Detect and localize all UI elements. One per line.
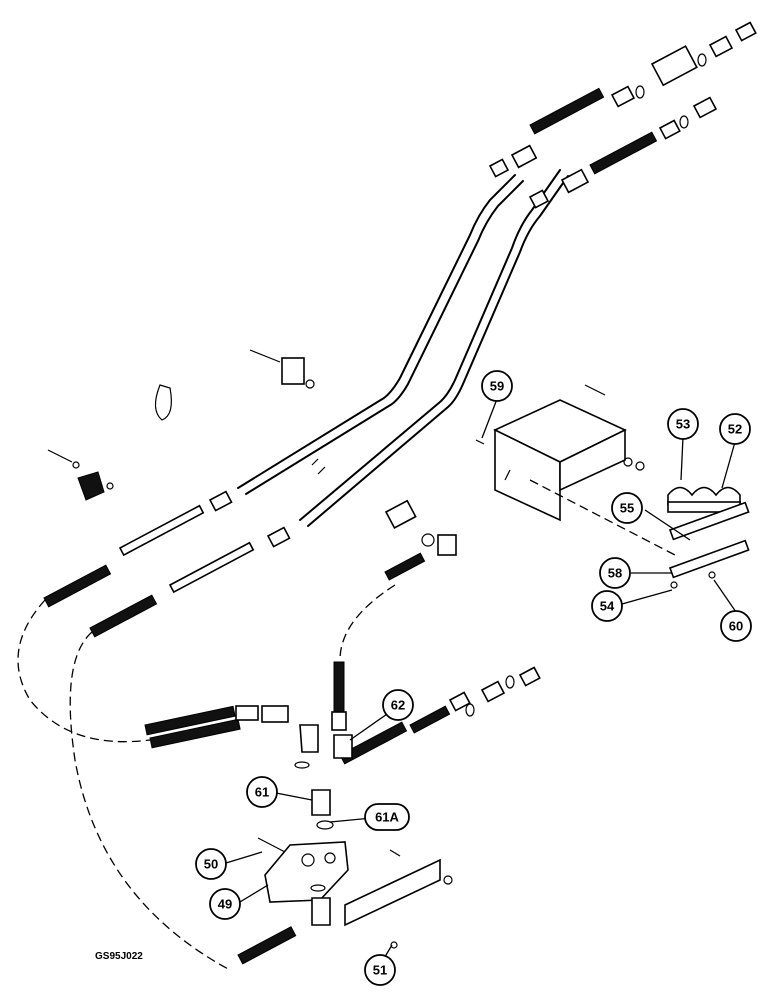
upper-right-fittings [610, 21, 757, 140]
callout-label: 52 [728, 422, 742, 437]
callout-50: 50 [195, 848, 227, 880]
upper-hose-left [488, 87, 605, 178]
callout-label: 58 [608, 566, 622, 581]
callout-54: 54 [591, 590, 623, 622]
callout-53: 53 [667, 408, 699, 440]
callout-label: 61 [255, 785, 269, 800]
callout-label: 54 [600, 599, 615, 614]
figure-id: GS95J022 [95, 951, 143, 962]
callout-60: 60 [720, 610, 752, 642]
middle-hoses [144, 499, 541, 765]
callout-label: 53 [676, 417, 690, 432]
lower-left-hoses [43, 490, 291, 638]
callout-62: 62 [382, 689, 414, 721]
callout-52: 52 [719, 413, 751, 445]
callout-label: 59 [490, 379, 504, 394]
control-valve [237, 837, 349, 965]
callout-label: 51 [373, 963, 387, 978]
callout-label: 61A [375, 810, 399, 825]
callout-58: 58 [599, 557, 631, 589]
callout-49: 49 [209, 888, 241, 920]
callout-label: 55 [620, 501, 634, 516]
callout-label: 62 [391, 698, 405, 713]
callout-61: 61 [246, 776, 278, 808]
callout-label: 60 [729, 619, 743, 634]
elbow-fittings [294, 724, 353, 830]
callout-label: 50 [204, 857, 218, 872]
upper-hose-right [528, 131, 658, 209]
callout-61a: 61A [364, 803, 410, 831]
callout-59: 59 [481, 370, 513, 402]
upper-tube-assembly [237, 169, 569, 527]
callout-55: 55 [611, 492, 643, 524]
right-bracket-assembly [475, 384, 750, 589]
callout-leaders [225, 398, 737, 961]
clamp-parts-left [47, 349, 315, 501]
dashed-hose-routes [17, 584, 396, 971]
callout-51: 51 [364, 954, 396, 986]
lower-bracket [344, 849, 453, 949]
callout-label: 49 [218, 897, 232, 912]
